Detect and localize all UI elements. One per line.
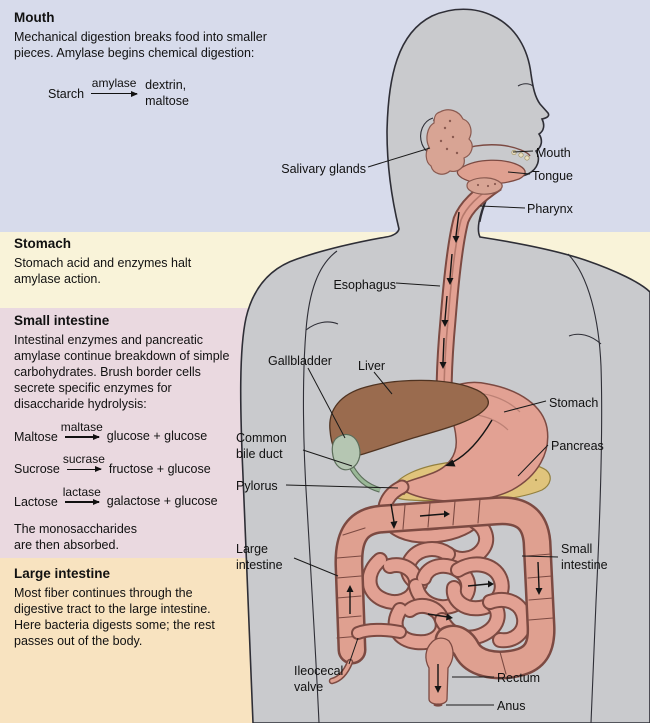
large-intestine-shape xyxy=(334,496,556,680)
leader-pancreas xyxy=(517,444,549,477)
eye-line xyxy=(517,83,534,87)
section-footer-small-intestine: The monosaccharides are then absorbed. xyxy=(14,521,137,552)
section-body-mouth: Mechanical digestion breaks food into sm… xyxy=(14,30,267,60)
section-title-stomach: Stomach xyxy=(14,236,72,251)
right-armpit-line xyxy=(568,333,602,345)
label-mouth: Mouth xyxy=(536,146,571,160)
leader-small-intestine xyxy=(521,555,559,558)
reaction-enzyme: sucrase xyxy=(62,452,105,467)
section-title-large-intestine: Large intestine xyxy=(14,566,111,581)
mouth-info-panel: Mouth Mechanical digestion breaks food i… xyxy=(14,10,344,109)
reaction-products: dextrin, maltose xyxy=(145,78,189,108)
label-salivary-glands: Salivary glands xyxy=(281,162,366,176)
label-tongue: Tongue xyxy=(532,169,574,183)
esophagus-shape xyxy=(435,175,502,399)
left-arm-seam xyxy=(302,250,338,723)
appendix-shape xyxy=(328,658,354,685)
leader-common-bile-duct xyxy=(302,449,353,467)
salivary-glands-shape xyxy=(425,109,503,195)
flow-arrows xyxy=(346,211,543,693)
reaction-starch: Starch amylase dextrin, maltose xyxy=(48,76,344,109)
label-ileocecal-valve: Ileocecal valve xyxy=(294,664,344,695)
leader-tongue xyxy=(507,171,531,175)
salivary-gland-texture xyxy=(439,119,497,188)
label-liver: Liver xyxy=(358,359,386,373)
label-pancreas: Pancreas xyxy=(551,439,604,453)
reaction-arrow-icon: amylase xyxy=(91,76,138,95)
section-body-small-intestine: Intestinal enzymes and pancreatic amylas… xyxy=(14,333,230,411)
tongue-shape xyxy=(456,159,526,185)
section-title-small-intestine: Small intestine xyxy=(14,313,110,328)
reaction-lactose: Lactose lactase galactose + glucose xyxy=(14,485,254,510)
label-stomach: Stomach xyxy=(549,396,599,410)
leader-ileocecal-valve xyxy=(348,637,359,665)
label-pharynx: Pharynx xyxy=(527,202,573,216)
leader-esophagus xyxy=(395,282,441,287)
reaction-substrate: Sucrose xyxy=(14,462,60,477)
leader-lines xyxy=(285,147,559,706)
gallbladder-shape xyxy=(331,433,361,471)
leader-large-intestine xyxy=(293,557,339,577)
label-anus: Anus xyxy=(497,699,526,713)
section-title-mouth: Mouth xyxy=(14,10,55,25)
reaction-substrate: Maltose xyxy=(14,429,58,444)
leader-salivary-glands xyxy=(367,147,431,168)
rectum-shape xyxy=(425,637,454,705)
leader-liver xyxy=(373,371,393,395)
reaction-arrow-icon: lactase xyxy=(63,485,101,503)
ileocecal-junction xyxy=(351,622,407,640)
label-large-intestine: Large intestine xyxy=(236,542,283,573)
anus-mark xyxy=(433,703,443,707)
right-arm-seam xyxy=(567,253,603,723)
leader-gallbladder xyxy=(307,367,346,439)
small-intestine-info-panel: Small intestine Intestinal enzymes and p… xyxy=(14,313,254,553)
label-common-bile-duct: Common bile duct xyxy=(236,431,287,462)
left-armpit-line xyxy=(305,321,339,331)
reaction-maltose: Maltose maltase glucose + glucose xyxy=(14,420,254,445)
palate-line xyxy=(459,144,531,157)
bile-duct-shape xyxy=(349,466,381,493)
haustra-ticks xyxy=(336,498,554,675)
label-rectum: Rectum xyxy=(497,671,541,685)
reaction-enzyme: amylase xyxy=(91,76,137,91)
reaction-enzyme: maltase xyxy=(60,419,103,434)
reaction-substrate: Starch xyxy=(48,86,85,101)
stomach-info-panel: Stomach Stomach acid and enzymes halt am… xyxy=(14,236,254,287)
reaction-enzyme: lactase xyxy=(62,484,101,499)
reaction-arrow-icon: maltase xyxy=(61,420,103,438)
leader-pharynx xyxy=(479,205,526,209)
reaction-products: fructose + glucose xyxy=(108,461,211,476)
reaction-substrate: Lactose xyxy=(14,495,58,510)
label-small-intestine: Small intestine xyxy=(561,542,608,573)
leader-pylorus xyxy=(285,484,399,489)
leader-stomach xyxy=(503,400,547,413)
label-esophagus: Esophagus xyxy=(333,278,396,292)
reaction-products: glucose + glucose xyxy=(106,429,208,443)
teeth xyxy=(511,150,530,161)
label-pylorus: Pylorus xyxy=(236,479,278,493)
mouth-cutaway xyxy=(456,144,531,185)
label-gallbladder: Gallbladder xyxy=(268,354,332,368)
section-body-stomach: Stomach acid and enzymes halt amylase ac… xyxy=(14,256,192,286)
large-intestine-info-panel: Large intestine Most fiber continues thr… xyxy=(14,566,264,649)
leader-mouth xyxy=(512,150,534,153)
digestive-tract xyxy=(328,109,556,707)
reaction-arrow-icon: sucrase xyxy=(63,452,105,471)
section-body-large-intestine: Most fiber continues through the digesti… xyxy=(14,586,215,648)
reaction-sucrose: Sucrose sucrase fructose + glucose xyxy=(14,452,254,478)
reaction-products: galactose + glucose xyxy=(106,494,218,509)
